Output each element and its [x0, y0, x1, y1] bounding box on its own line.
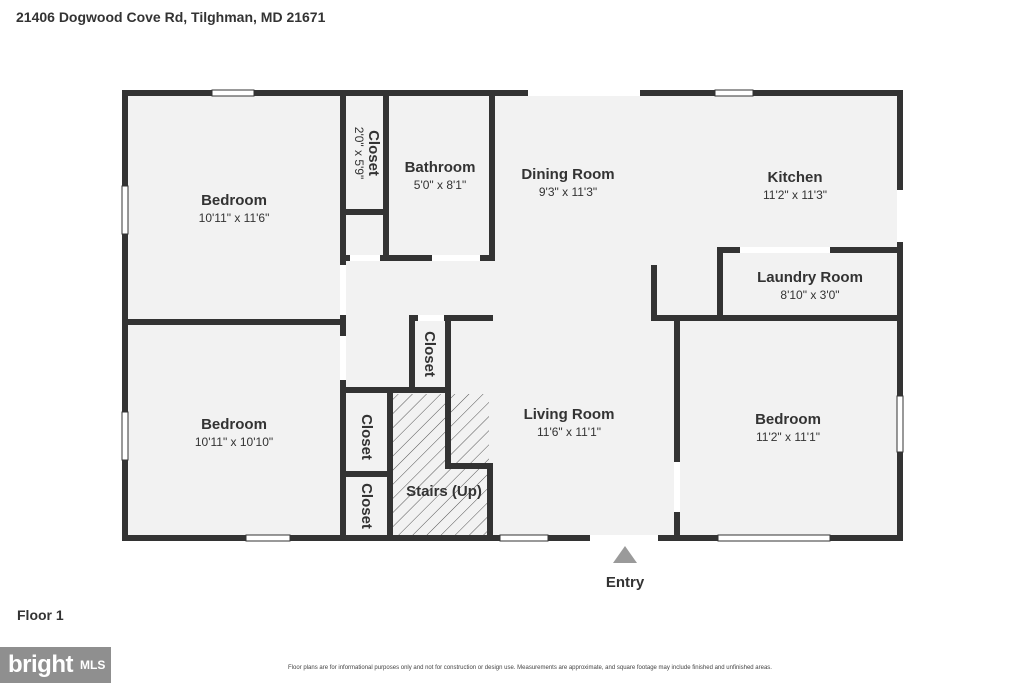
laundry-room-name: Laundry Room: [757, 269, 863, 286]
living-room-dims: 11'6" x 11'1": [537, 425, 601, 439]
windows: [121, 89, 904, 542]
entry-arrow-icon: [613, 546, 637, 563]
stairs-name: Stairs (Up): [406, 483, 482, 500]
living-room-name: Living Room: [524, 406, 615, 423]
bedroom-bottom-left-dims: 10'11" x 10'10": [195, 435, 273, 449]
kitchen-name: Kitchen: [767, 169, 822, 186]
dining-room-dims: 9'3" x 11'3": [539, 185, 597, 199]
closet-top-dims: 2'0" x 5'9": [352, 127, 366, 179]
bedroom-top-left-dims: 10'11" x 11'6": [199, 211, 270, 225]
closet-low-name: Closet: [358, 483, 375, 529]
disclaimer: Floor plans are for informational purpos…: [288, 665, 772, 671]
closet-hall-name: Closet: [421, 331, 438, 377]
floor-label: Floor 1: [17, 607, 64, 623]
bedroom-right-name: Bedroom: [755, 411, 821, 428]
kitchen-dims: 11'2" x 11'3": [763, 188, 827, 202]
logo-suffix-text: MLS: [80, 658, 106, 672]
bedroom-top-left-name: Bedroom: [201, 192, 267, 209]
logo-brand-text: bright: [8, 651, 73, 678]
bright-mls-logo: bright MLS: [0, 647, 111, 683]
bathroom-dims: 5'0" x 8'1": [414, 178, 466, 192]
listing-address: 21406 Dogwood Cove Rd, Tilghman, MD 2167…: [16, 9, 326, 25]
bathroom-name: Bathroom: [405, 159, 476, 176]
bedroom-right-dims: 11'2" x 11'1": [756, 430, 820, 444]
bedroom-bottom-left-name: Bedroom: [201, 416, 267, 433]
closet-mid-name: Closet: [358, 414, 375, 460]
dining-room-name: Dining Room: [521, 166, 614, 183]
entry-label: Entry: [606, 574, 645, 591]
closet-top-name: Closet: [365, 130, 382, 176]
laundry-room-dims: 8'10" x 3'0": [780, 288, 839, 302]
